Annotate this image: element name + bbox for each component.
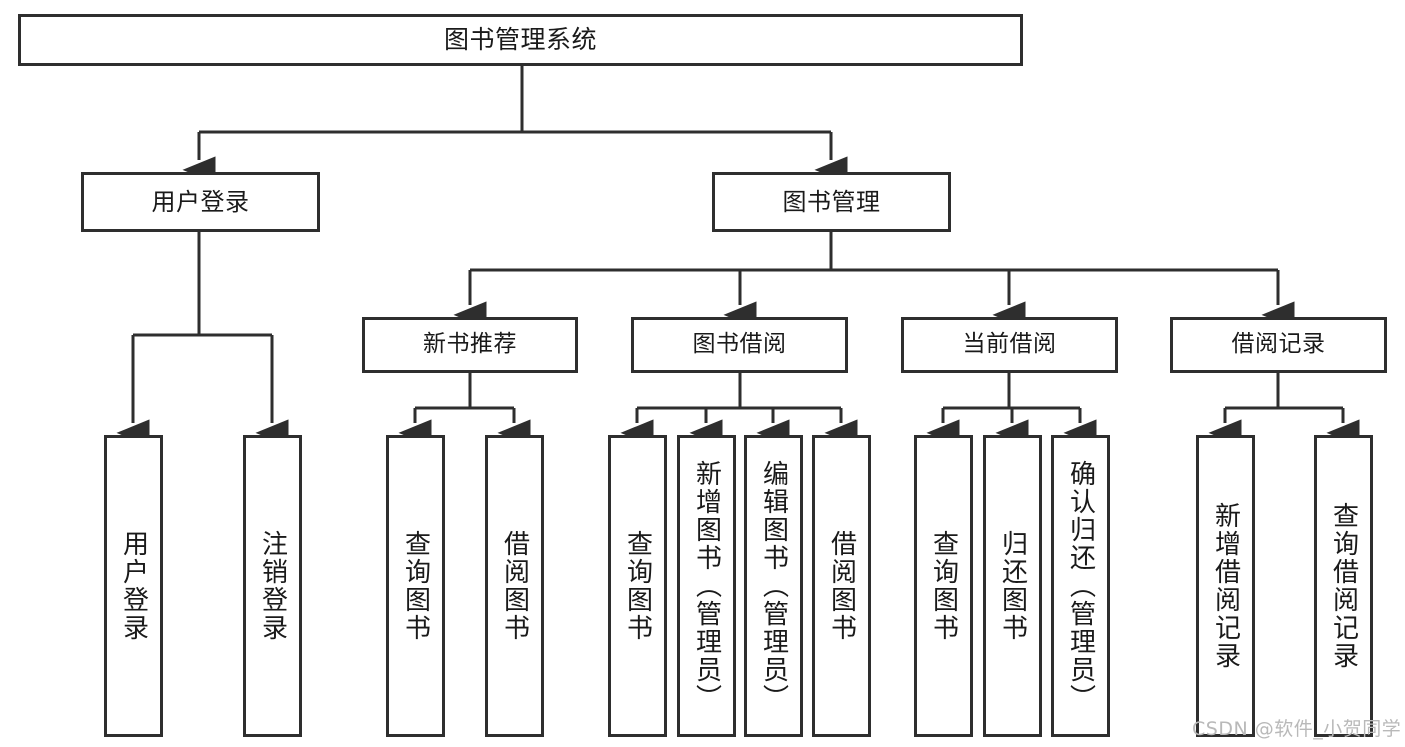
leaf-recommend-borrow-book-label: 借阅图书 <box>499 530 530 642</box>
node-book-borrow-label: 图书借阅 <box>692 331 787 358</box>
leaf-borrow-borrow-book[interactable]: 借阅图书 <box>812 435 871 737</box>
node-book-management[interactable]: 图书管理 <box>712 172 951 232</box>
leaf-current-return-book-label: 归还图书 <box>997 530 1028 642</box>
leaf-borrow-borrow-book-label: 借阅图书 <box>826 530 857 642</box>
node-root[interactable]: 图书管理系统 <box>18 14 1023 66</box>
node-borrow-record[interactable]: 借阅记录 <box>1170 317 1387 373</box>
leaf-record-add-record[interactable]: 新增借阅记录 <box>1196 435 1255 737</box>
leaf-user-login-login-label: 用户登录 <box>118 530 149 642</box>
leaf-current-confirm-return[interactable]: 确认归还（管理员） <box>1051 435 1110 737</box>
leaf-borrow-edit-book[interactable]: 编辑图书（管理员） <box>744 435 803 737</box>
leaf-recommend-borrow-book[interactable]: 借阅图书 <box>485 435 544 737</box>
leaf-user-login-logout[interactable]: 注销登录 <box>243 435 302 737</box>
node-user-login-label: 用户登录 <box>151 187 250 216</box>
leaf-current-confirm-return-label: 确认归还（管理员） <box>1065 460 1096 712</box>
leaf-borrow-add-book-label: 新增图书（管理员） <box>691 460 722 712</box>
node-current-borrow[interactable]: 当前借阅 <box>901 317 1118 373</box>
leaf-recommend-query-book-label: 查询图书 <box>400 530 431 642</box>
leaf-current-query-book-label: 查询图书 <box>928 530 959 642</box>
node-root-label: 图书管理系统 <box>443 25 597 55</box>
node-book-management-label: 图书管理 <box>782 187 881 216</box>
leaf-user-login-logout-label: 注销登录 <box>257 530 288 642</box>
leaf-borrow-edit-book-label: 编辑图书（管理员） <box>758 460 789 712</box>
leaf-current-query-book[interactable]: 查询图书 <box>914 435 973 737</box>
leaf-borrow-query-book[interactable]: 查询图书 <box>608 435 667 737</box>
node-new-book-recommend-label: 新书推荐 <box>423 331 517 358</box>
csdn-watermark: CSDN @软件_小贺同学 <box>1192 718 1402 740</box>
leaf-user-login-login[interactable]: 用户登录 <box>104 435 163 737</box>
leaf-record-query-record[interactable]: 查询借阅记录 <box>1314 435 1373 737</box>
node-book-borrow[interactable]: 图书借阅 <box>631 317 848 373</box>
leaf-record-add-record-label: 新增借阅记录 <box>1210 502 1241 670</box>
leaf-borrow-add-book[interactable]: 新增图书（管理员） <box>677 435 736 737</box>
leaf-borrow-query-book-label: 查询图书 <box>622 530 653 642</box>
node-current-borrow-label: 当前借阅 <box>962 331 1057 358</box>
leaf-recommend-query-book[interactable]: 查询图书 <box>386 435 445 737</box>
node-new-book-recommend[interactable]: 新书推荐 <box>362 317 578 373</box>
node-user-login[interactable]: 用户登录 <box>81 172 320 232</box>
node-borrow-record-label: 借阅记录 <box>1231 331 1326 358</box>
leaf-current-return-book[interactable]: 归还图书 <box>983 435 1042 737</box>
leaf-record-query-record-label: 查询借阅记录 <box>1328 502 1359 670</box>
